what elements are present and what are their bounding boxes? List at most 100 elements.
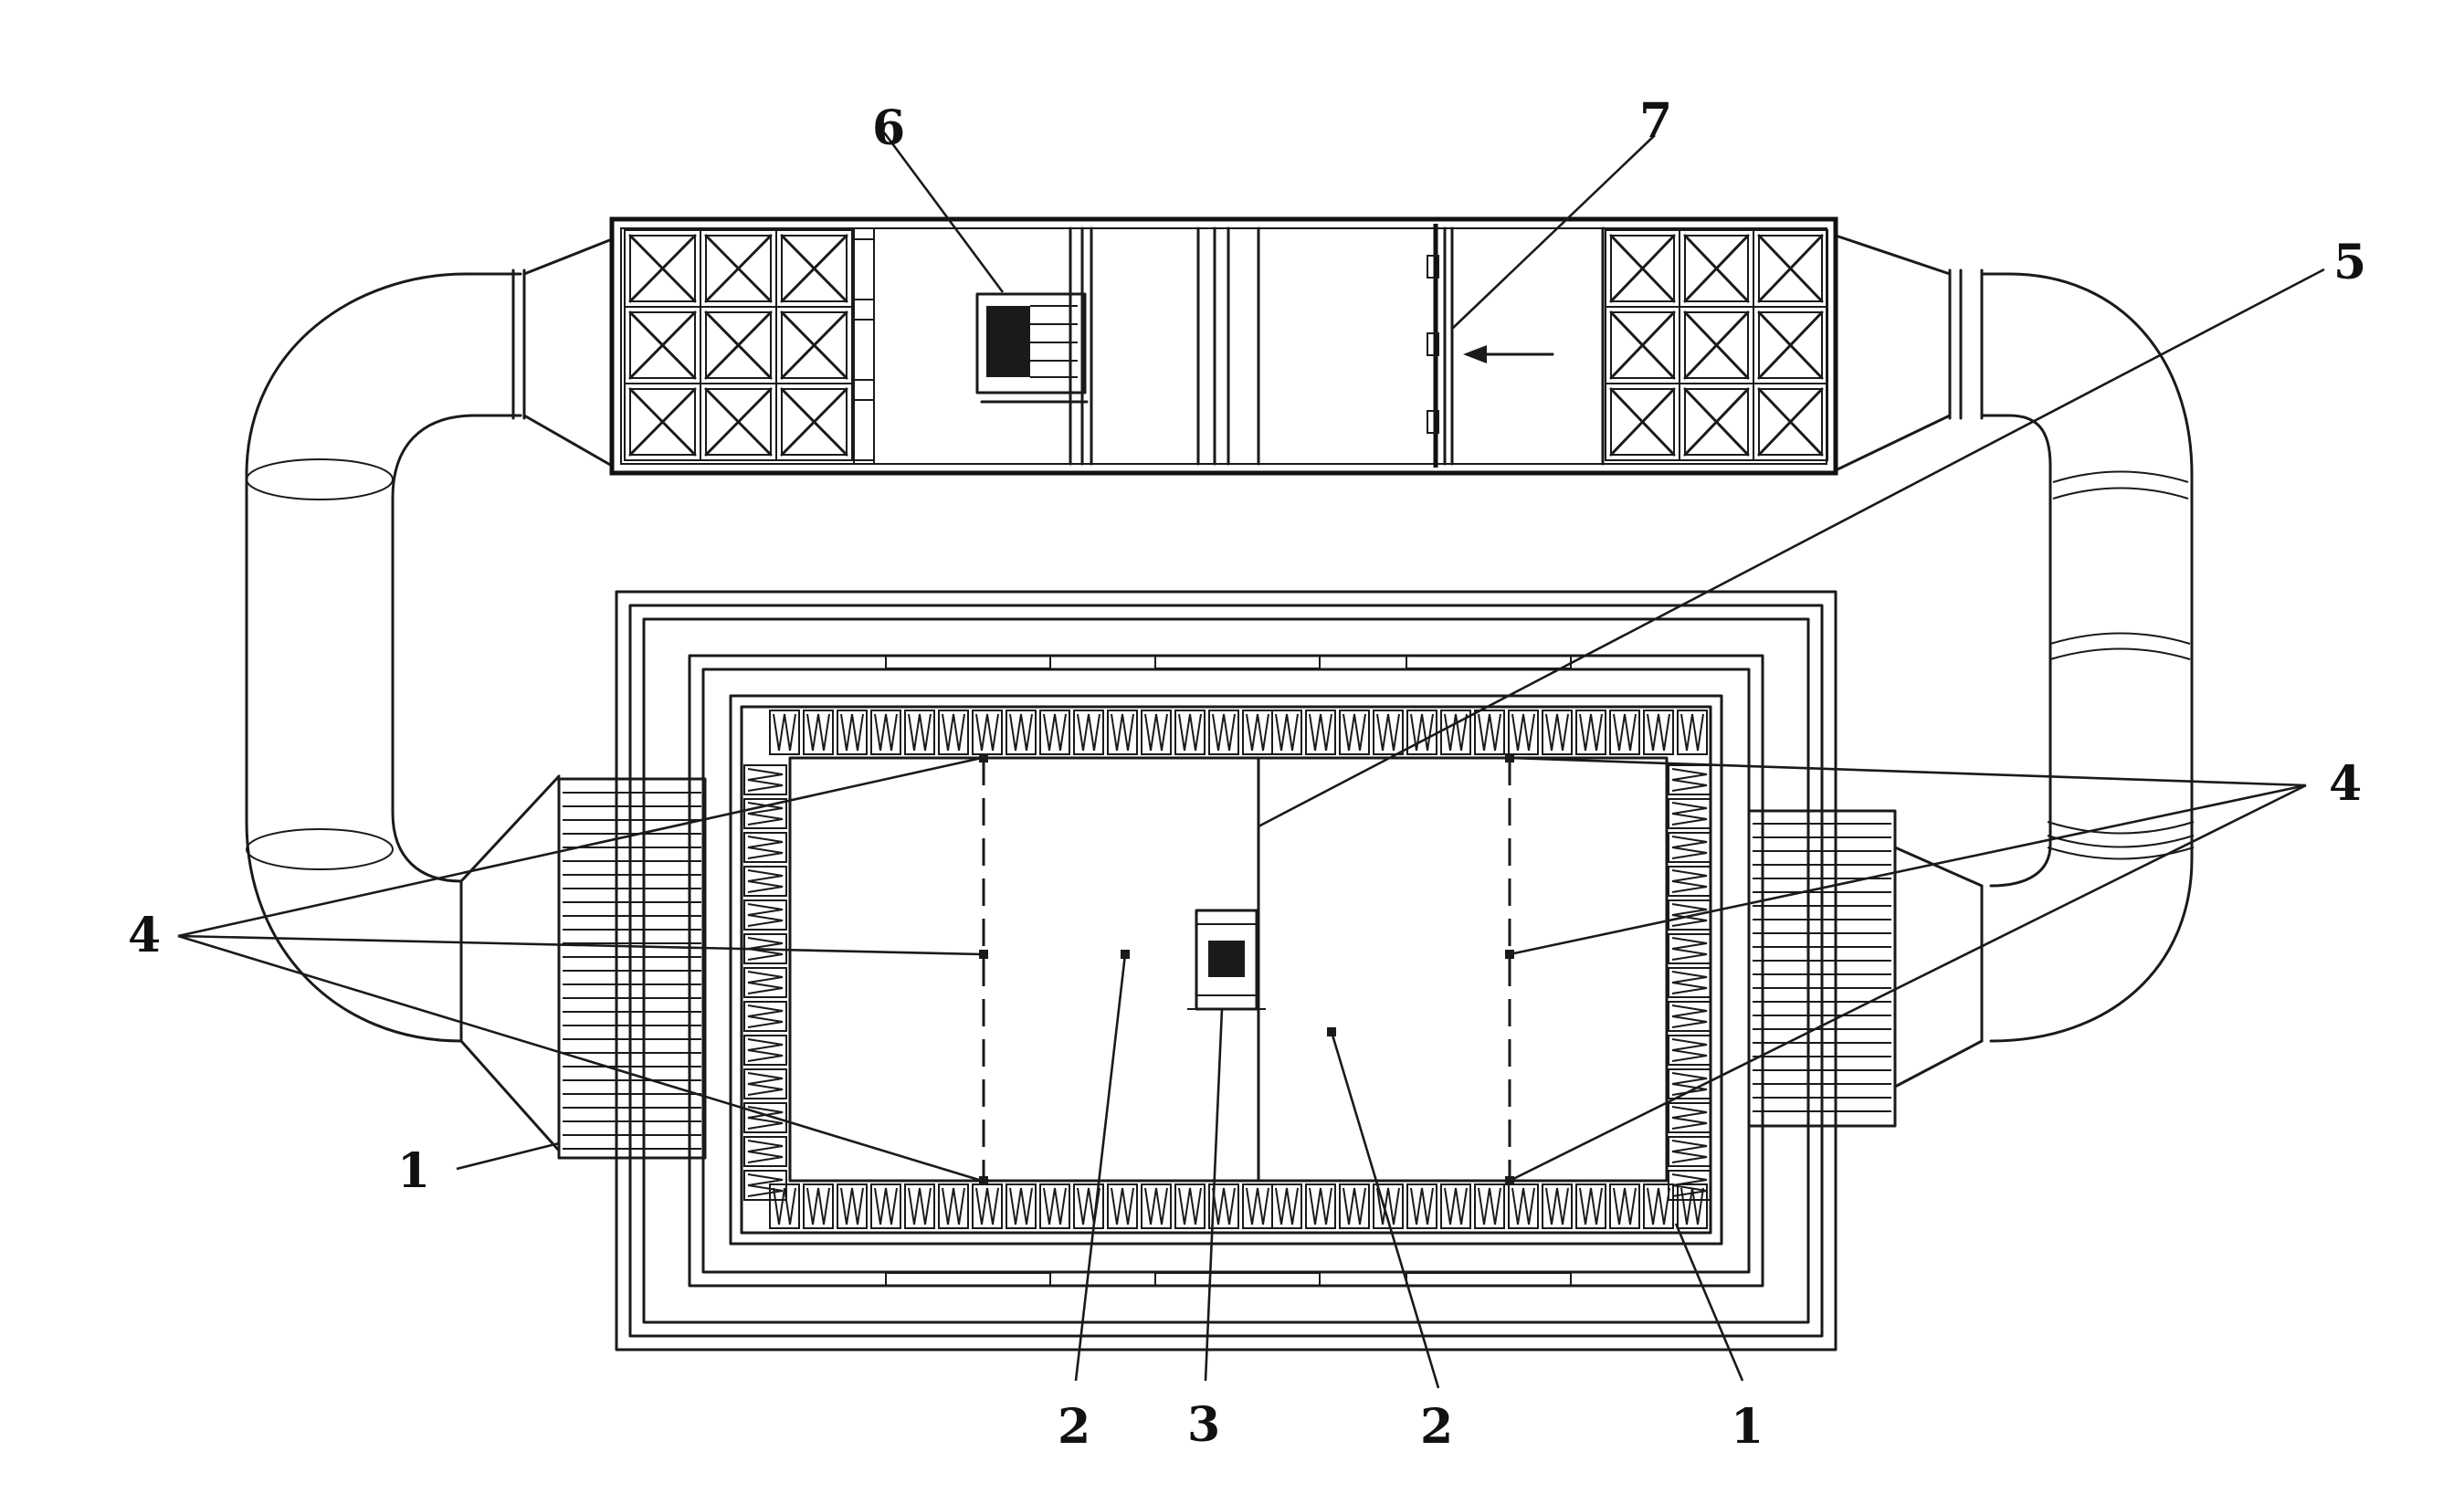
heater-zigzag bbox=[806, 1187, 830, 1225]
heater-zigzag bbox=[1111, 713, 1134, 752]
filter-brace bbox=[1757, 310, 1824, 380]
leader-lines bbox=[177, 131, 2325, 1389]
filter-cell-inner bbox=[1610, 311, 1675, 379]
heater-element bbox=[743, 1102, 787, 1133]
filter-cell-inner bbox=[781, 235, 848, 302]
heater-element bbox=[1174, 1183, 1206, 1229]
filter-cell-inner bbox=[781, 311, 848, 379]
filter-cell-inner bbox=[1758, 388, 1823, 456]
airflow-arrow bbox=[1463, 345, 1554, 363]
heater-zigzag bbox=[747, 1173, 784, 1197]
filter-cell-inner bbox=[1610, 235, 1675, 302]
heater-element bbox=[743, 1170, 787, 1201]
heater-element bbox=[1073, 710, 1104, 755]
filter-cell-inner bbox=[1610, 388, 1675, 456]
heater-zigzag bbox=[1647, 713, 1670, 752]
heater-zigzag bbox=[747, 903, 784, 927]
heater-element bbox=[1643, 710, 1674, 755]
heater-zigzag bbox=[1144, 1187, 1168, 1225]
filter-cell-inner bbox=[781, 388, 848, 456]
heater-zigzag bbox=[747, 971, 784, 994]
measurement-point bbox=[979, 1176, 988, 1185]
filter-cell-inner bbox=[629, 235, 696, 302]
heater-element bbox=[1668, 1035, 1711, 1066]
heater-element bbox=[837, 710, 868, 755]
heater-element bbox=[1373, 710, 1404, 755]
heater-zigzag bbox=[908, 713, 932, 752]
heater-element bbox=[1141, 710, 1172, 755]
heater-element bbox=[743, 798, 787, 829]
heater-element bbox=[743, 1136, 787, 1167]
filter-cell-inner bbox=[705, 235, 772, 302]
heater-element bbox=[1668, 1001, 1711, 1032]
filter-brace bbox=[1683, 387, 1750, 457]
heater-element bbox=[1609, 710, 1640, 755]
heater-zigzag bbox=[1613, 1187, 1637, 1225]
measurement-point bbox=[979, 950, 988, 959]
heater-element bbox=[1542, 1183, 1573, 1229]
filter-brace bbox=[1609, 387, 1676, 457]
heater-zigzag bbox=[1671, 768, 1708, 792]
filter-cell bbox=[775, 383, 853, 461]
heater-element bbox=[1141, 1183, 1172, 1229]
heater-zigzag bbox=[747, 869, 784, 893]
heater-zigzag bbox=[1647, 1187, 1670, 1225]
heater-element bbox=[1039, 1183, 1070, 1229]
heater-zigzag bbox=[1511, 1187, 1535, 1225]
heater-element bbox=[938, 1183, 969, 1229]
heater-zigzag bbox=[1671, 836, 1708, 859]
filter-brace bbox=[628, 387, 697, 457]
heater-element bbox=[1668, 1136, 1711, 1167]
heater-element bbox=[870, 1183, 901, 1229]
callout-2-left: 2 bbox=[1058, 1399, 1090, 1455]
callout-3: 3 bbox=[1187, 1397, 1220, 1453]
heater-zigzag bbox=[747, 1004, 784, 1028]
filter-brace bbox=[1609, 234, 1676, 303]
heater-zigzag bbox=[1309, 713, 1332, 752]
heater-element bbox=[1508, 710, 1539, 755]
filter-brace bbox=[780, 387, 848, 457]
right-filter-grid bbox=[1605, 229, 1828, 461]
heater-element bbox=[1668, 1102, 1711, 1133]
filter-cell-inner bbox=[1684, 311, 1749, 379]
heater-element bbox=[837, 1183, 868, 1229]
heater-zigzag bbox=[1671, 971, 1708, 994]
callout-5: 5 bbox=[2333, 235, 2366, 290]
heater-zigzag bbox=[1545, 1187, 1569, 1225]
heater-element bbox=[904, 1183, 935, 1229]
left-return-duct bbox=[245, 231, 614, 1152]
heater-zigzag bbox=[747, 1038, 784, 1062]
filter-brace bbox=[704, 234, 773, 303]
heater-element bbox=[803, 1183, 834, 1229]
heater-element bbox=[769, 1183, 800, 1229]
heater-zigzag bbox=[1275, 1187, 1299, 1225]
heater-element bbox=[1668, 866, 1711, 897]
heater-zigzag bbox=[1671, 937, 1708, 961]
heater-element bbox=[1474, 1183, 1505, 1229]
measurement-point bbox=[979, 753, 988, 763]
heater-element bbox=[1668, 899, 1711, 931]
callout-4-right: 4 bbox=[2329, 756, 2362, 812]
filter-brace bbox=[704, 387, 773, 457]
heater-element bbox=[743, 832, 787, 863]
heater-element bbox=[870, 710, 901, 755]
heater-zigzag bbox=[1579, 1187, 1603, 1225]
center-fixture bbox=[1187, 909, 1266, 1011]
heater-zigzag bbox=[747, 1106, 784, 1130]
callout-labels: 6 7 5 4 4 1 1 2 2 3 bbox=[128, 93, 2366, 1455]
heater-element bbox=[938, 710, 969, 755]
heater-element bbox=[1039, 710, 1070, 755]
side-grilles bbox=[557, 777, 1897, 1160]
heater-zigzag bbox=[1671, 903, 1708, 927]
callout-7: 7 bbox=[1639, 93, 1672, 149]
heater-zigzag bbox=[1343, 1187, 1366, 1225]
heater-zigzag bbox=[1178, 713, 1202, 752]
heater-element bbox=[1440, 1183, 1471, 1229]
heater-element bbox=[1305, 710, 1336, 755]
heater-zigzag bbox=[1444, 713, 1468, 752]
heater-element bbox=[904, 710, 935, 755]
heater-element bbox=[743, 1001, 787, 1032]
heater-zigzag bbox=[1671, 1106, 1708, 1130]
